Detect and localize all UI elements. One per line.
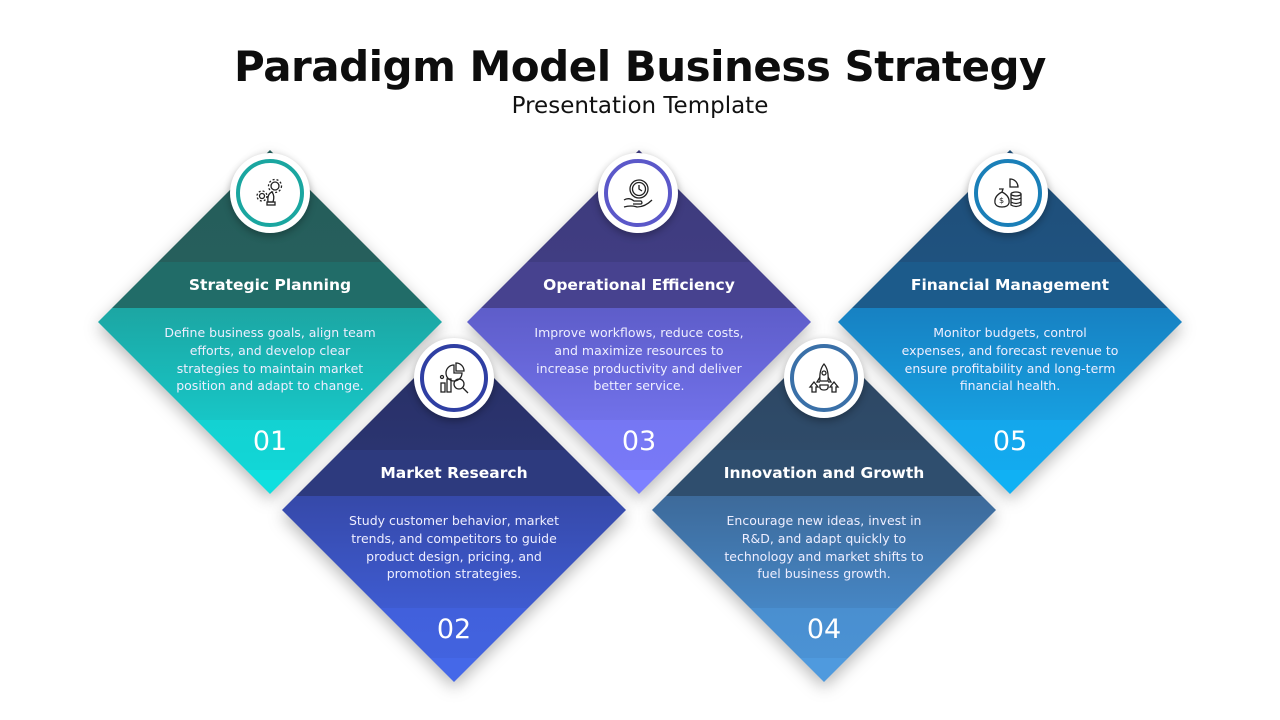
card-title: Market Research [380,464,528,482]
gears-chess-icon [236,159,304,227]
card-number: 01 [252,426,288,457]
card-title: Innovation and Growth [723,464,925,482]
page-subtitle: Presentation Template [511,93,769,119]
icon-badge-5: $ [968,153,1048,233]
card-number: 04 [806,614,842,645]
card-description: Define business goals, align team effort… [164,325,376,394]
card-title: Strategic Planning [188,276,352,294]
page-title: Paradigm Model Business Strategy [234,42,1046,91]
chart-magnifier-icon [420,344,488,412]
rocket-arrows-icon [790,344,858,412]
card-title: Operational Efficiency [543,276,735,294]
card-description: Encourage new ideas, invest in R&D, and … [724,513,924,582]
icon-badge-4 [784,338,864,418]
icon-badge-3 [598,153,678,233]
card-number: 03 [621,426,657,457]
card-description: Study customer behavior, market trends, … [348,513,560,582]
card-number: 02 [436,614,472,645]
card-number: 05 [992,426,1028,457]
card-description: Monitor budgets, control expenses, and f… [901,325,1119,394]
svg-text:$: $ [999,196,1004,205]
clock-hand-icon [604,159,672,227]
icon-badge-1 [230,153,310,233]
card-market-research: Market Research Study customer behavior,… [282,338,626,682]
icon-badge-2 [414,338,494,418]
money-bag-coins-icon: $ [974,159,1042,227]
card-description: Improve workflows, reduce costs, and max… [534,325,744,394]
card-title: Financial Management [910,276,1110,294]
